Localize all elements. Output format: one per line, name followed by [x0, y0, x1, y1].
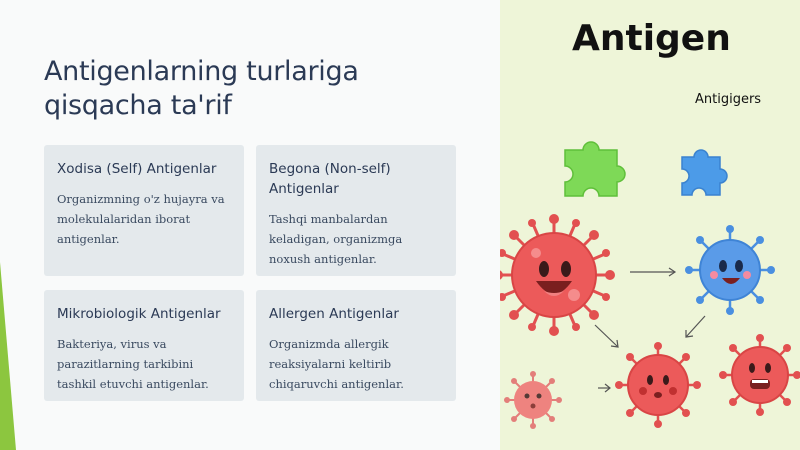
puzzle-piece-icon	[681, 149, 728, 196]
card-title: Mikrobiologik Antigenlar	[57, 306, 221, 322]
virus-icon	[719, 334, 800, 416]
arrow-icon	[594, 324, 619, 348]
card-body: Bakteriya, virus va parazitlarning tarki…	[57, 337, 209, 391]
antigen-illustration: Antigen Antigigers	[500, 0, 800, 450]
card-microbiological-antigens: Mikrobiologik Antigenlar Bakteriya, viru…	[44, 290, 244, 401]
card-allergen-antigens: Allergen Antigenlar Organizmda allergik …	[256, 290, 456, 401]
illustration-title: Antigen	[572, 18, 731, 59]
virus-icon	[504, 371, 562, 429]
virus-icon	[500, 214, 615, 336]
card-body: Tashqi manbalardan keladigan, organizmga…	[269, 212, 403, 266]
virus-icon	[615, 342, 701, 428]
card-nonself-antigens: Begona (Non-self) Antigenlar Tashqi manb…	[256, 145, 456, 276]
card-body: Organizmda allergik reaksiyalarni keltir…	[269, 337, 404, 391]
accent-triangle	[0, 262, 16, 450]
arrow-icon	[685, 315, 706, 338]
card-title: Begona (Non-self) Antigenlar	[269, 161, 391, 197]
puzzle-piece-icon	[564, 141, 626, 197]
arrow-icon	[630, 267, 677, 277]
arrow-icon	[598, 383, 611, 393]
virus-icon	[685, 225, 775, 315]
slide-title: Antigenlarning turlariga qisqacha ta'rif	[44, 56, 359, 121]
card-title: Xodisa (Self) Antigenlar	[57, 161, 217, 177]
card-title: Allergen Antigenlar	[269, 306, 399, 322]
illustration-label: Antigigers	[695, 92, 762, 107]
card-self-antigens: Xodisa (Self) Antigenlar Organizmning o'…	[44, 145, 244, 276]
card-body: Organizmning o'z hujayra va molekulalari…	[57, 192, 225, 246]
illustration-art	[500, 141, 800, 429]
